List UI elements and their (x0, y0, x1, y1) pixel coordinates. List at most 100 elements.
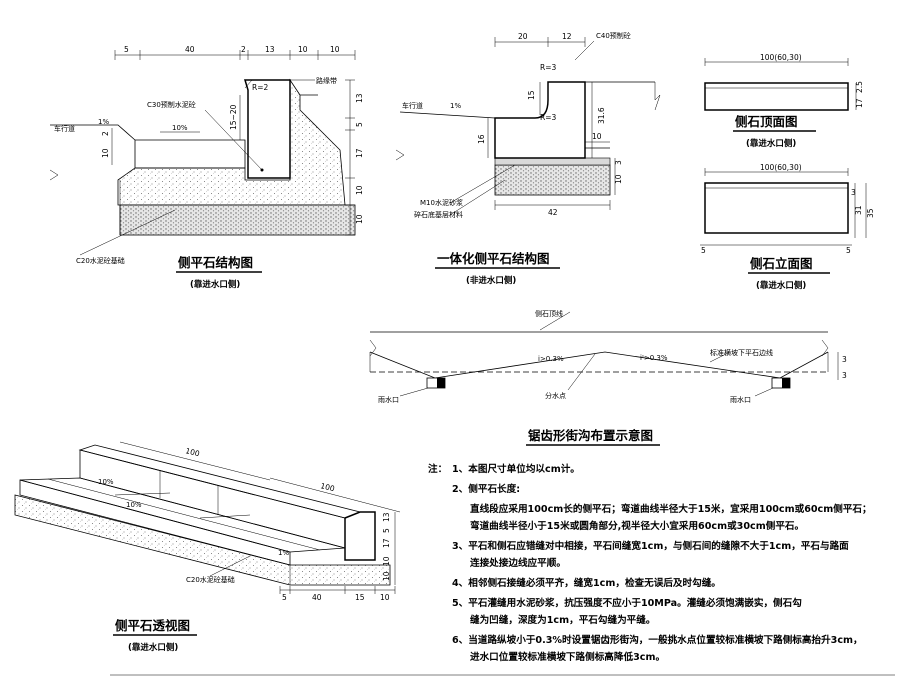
fig1-dim-left-0: 2 (101, 131, 110, 136)
fig2-subtitle: (非进水口侧) (466, 275, 516, 286)
fig5-label-ridge: 分水点 (545, 391, 566, 400)
fig6-dim-side-4: 13 (382, 512, 391, 522)
fig1-dim-top-2: 2 (241, 45, 246, 54)
fig1-dim-top-4: 10 (298, 45, 308, 54)
fig1-dim-mid: 15~20 (229, 104, 238, 130)
fig1-dim-left-1: 10 (101, 148, 110, 158)
fig1-dim-top-1: 40 (185, 45, 195, 54)
fig4-title: 侧石立面图 (750, 256, 813, 271)
fig5-dim-right-1: 3 (842, 371, 847, 380)
fig2-dim-316: 31.6 (597, 107, 606, 124)
fig6-dim-bottom-3: 10 (380, 593, 390, 602)
fig6-perspective: 100 100 10% 10% 1% C20水泥砼基础 5 40 15 10 (14, 441, 401, 653)
note-item-3: 弯道曲线半径小于15米或圆角部分,视半径大小宜采用60cm或30cm侧平石。 (470, 520, 804, 532)
fig5-label-std: 标准横坡下平石边线 (710, 348, 773, 357)
fig2-integrated-curb: 20 12 C40预制砼 R=3 R=3 15 31.6 16 10 3 10 … (395, 31, 661, 286)
fig2-label-base: 碎石底基层材料 (414, 210, 463, 219)
fig1-slope-a: 1% (98, 118, 109, 126)
fig1-dim-right-4: 10 (355, 214, 364, 224)
fig3-subtitle: (靠进水口侧) (746, 138, 796, 149)
fig6-dim-100b: 100 (320, 481, 336, 493)
fig2-dim-top-1: 12 (562, 32, 572, 41)
note-item-8: 缝为凹缝，深度为1cm，平石勾缝为平缝。 (470, 614, 655, 626)
fig6-slope-a: 10% (98, 478, 114, 486)
note-item-1: 2、侧平石长度: (452, 483, 520, 495)
note-item-10: 进水口位置较标准横坡下路侧标高降低3cm。 (470, 651, 665, 663)
fig5-slope-left: i>0.3% (538, 355, 564, 363)
note-item-4: 3、平石和侧石应错缝对中相接，平石间缝宽1cm，与侧石间的缝隙不大于1cm，平石… (452, 540, 849, 552)
fig5-slope-right: i'>0.3% (640, 354, 668, 362)
fig4-dim-right-1: 35 (866, 208, 875, 218)
fig1-subtitle: (靠进水口侧) (190, 279, 240, 290)
fig1-dim-right-1: 5 (355, 122, 364, 127)
fig1-dim-right-0: 13 (355, 93, 364, 103)
fig1-label-lane: 车行道 (54, 124, 75, 133)
fig6-dim-bottom-0: 5 (282, 593, 287, 602)
fig1-dim-right-3: 10 (355, 185, 364, 195)
fig4-dim-bottom-0: 5 (701, 246, 706, 255)
fig2-label-m10: M10水泥砂浆 (420, 198, 463, 207)
fig2-dim-top-0: 20 (518, 32, 528, 41)
fig2-label-lane: 车行道 (402, 101, 423, 110)
fig6-dim-100a: 100 (185, 446, 201, 458)
fig4-dim-left-0: 3 (851, 188, 856, 197)
fig4-dim-bottom-1: 5 (846, 246, 851, 255)
fig4-subtitle: (靠进水口侧) (756, 280, 806, 291)
fig6-dim-side-0: 10 (382, 571, 391, 581)
fig6-dim-side-2: 17 (382, 538, 391, 548)
fig2-radius-a: R=3 (540, 63, 556, 72)
fig1-label-curb: 路缘带 (316, 76, 337, 85)
fig3-dim-right-0: 2.5 (855, 81, 864, 93)
fig1-dim-top-5: 10 (330, 45, 340, 54)
fig6-dim-side-1: 10 (382, 556, 391, 566)
fig5-label-top: 侧石顶线 (535, 309, 563, 318)
fig6-slope-b: 10% (126, 501, 142, 509)
fig2-dim-10b: 10 (614, 174, 623, 184)
fig1-radius: R=2 (252, 83, 268, 92)
fig5-label-inlet-right: 雨水口 (730, 395, 751, 404)
note-item-6: 4、相邻侧石接缝必须平齐，缝宽1cm，检查无误后及时勾缝。 (452, 577, 721, 589)
fig6-dim-bottom-1: 40 (312, 593, 322, 602)
fig1-label-c30: C30预制水泥砼 (147, 100, 196, 109)
fig1-label-c20: C20水泥砼基础 (76, 256, 125, 265)
fig2-radius-b: R=3 (540, 113, 556, 122)
fig1-dim-top-3: 13 (265, 45, 275, 54)
fig5-dim-right-0: 3 (842, 355, 847, 364)
fig3-dim-right-1: 17 (855, 98, 864, 108)
fig5-title: 锯齿形街沟布置示意图 (528, 428, 653, 443)
note-item-5: 连接处接边线应平顺。 (470, 557, 566, 569)
fig1-title: 侧平石结构图 (178, 255, 253, 270)
fig4-dim-right-0: 31 (854, 205, 863, 215)
fig2-label-c40: C40预制砼 (596, 31, 631, 40)
fig6-slope-c: 1% (278, 549, 289, 557)
note-item-0: 1、本图尺寸单位均以cm计。 (452, 463, 580, 475)
fig1-curb-structure: 5 40 2 13 10 10 13 5 17 10 10 2 10 (49, 45, 364, 290)
fig1-dim-right-2: 17 (355, 148, 364, 158)
note-item-7: 5、平石灌缝用水泥砂浆，抗压强度不应小于10MPa。灌缝必须饱满嵌实，侧石勾 (452, 597, 802, 609)
note-item-2: 直线段应采用100cm长的侧平石；弯道曲线半径大于15米，宜采用100cm或60… (470, 503, 872, 515)
fig2-dim-3: 3 (614, 160, 623, 165)
fig6-dim-side-3: 5 (382, 528, 391, 533)
fig5-label-inlet-left: 雨水口 (378, 395, 399, 404)
fig6-title: 侧平石透视图 (115, 618, 190, 633)
fig4-curb-elevation: 100(60,30) 31 35 3 5 5 侧石立面图 (靠进水口侧) (700, 163, 875, 291)
fig1-slope-b: 10% (172, 124, 188, 132)
fig2-dim-16: 16 (477, 134, 486, 144)
fig2-dim-10a: 10 (592, 132, 602, 141)
fig3-dim-top: 100(60,30) (760, 53, 802, 62)
fig4-dim-top: 100(60,30) (760, 163, 802, 172)
fig2-slope: 1% (450, 102, 461, 110)
fig3-curb-top-view: 100(60,30) 2.5 17 侧石顶面图 (靠进水口侧) (704, 53, 864, 149)
fig2-title: 一体化侧平石结构图 (437, 251, 550, 266)
fig6-dim-bottom-2: 15 (355, 593, 365, 602)
notes-heading: 注： (428, 463, 447, 475)
fig2-dim-15: 15 (527, 90, 536, 100)
fig2-dim-42: 42 (548, 208, 558, 217)
fig6-subtitle: (靠进水口侧) (128, 642, 178, 653)
fig3-title: 侧石顶面图 (735, 114, 798, 129)
fig6-label-c20: C20水泥砼基础 (186, 575, 235, 584)
fig1-dim-top-0: 5 (124, 45, 129, 54)
notes: 注： 1、本图尺寸单位均以cm计。 2、侧平石长度: 直线段应采用100cm长的… (428, 463, 872, 663)
fig5-sawtooth-gutter: 侧石顶线 i>0.3% i'>0.3% 标准横坡下平石边线 雨水口 雨水口 分水… (369, 309, 847, 446)
